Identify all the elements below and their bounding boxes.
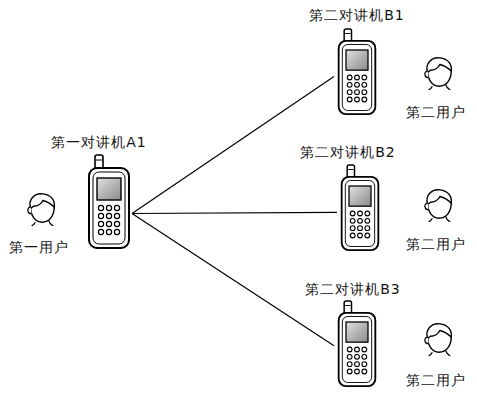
user-head-icon [425,190,451,222]
user-head-icon [418,188,458,222]
node-label: 第二对讲机B1 [292,7,422,23]
radio-link [132,212,337,213]
node-label: 第一用户 [4,239,74,255]
walkie-talkie-icon [334,300,380,388]
walkie-talkie-icon [337,164,383,252]
node-label: 第二用户 [400,236,472,252]
user-figure: 第二用户 [400,56,472,122]
user-head-icon [425,324,451,356]
radio-link [132,214,334,346]
walkie-talkie: 第一对讲机A1 [86,154,132,250]
walkie-talkie: 第二对讲机B2 [337,164,383,252]
walkie-talkie: 第二对讲机B1 [334,28,380,116]
walkie-talkie-icon [89,155,129,248]
user-head-icon [418,56,458,90]
node-label: 第二对讲机B3 [288,281,418,297]
user-figure: 第二用户 [400,188,472,254]
node-label: 第二用户 [400,372,472,388]
user-figure: 第二用户 [400,322,472,388]
walkie-talkie: 第二对讲机B3 [334,300,380,388]
walkie-talkie-icon [339,301,376,386]
node-label: 第二用户 [400,104,472,120]
user-head-icon [418,322,458,356]
walkie-talkie-icon [342,165,379,250]
walkie-talkie-icon [334,28,380,116]
walkie-talkie-icon [339,29,376,114]
walkie-talkie-icon [86,154,132,250]
user-head-icon [425,58,451,90]
user-head-icon [28,194,54,226]
user-head-icon [21,192,61,226]
node-label: 第一对讲机A1 [34,134,164,150]
user-figure: 第一用户 [4,192,74,258]
node-label: 第二对讲机B2 [283,144,413,160]
